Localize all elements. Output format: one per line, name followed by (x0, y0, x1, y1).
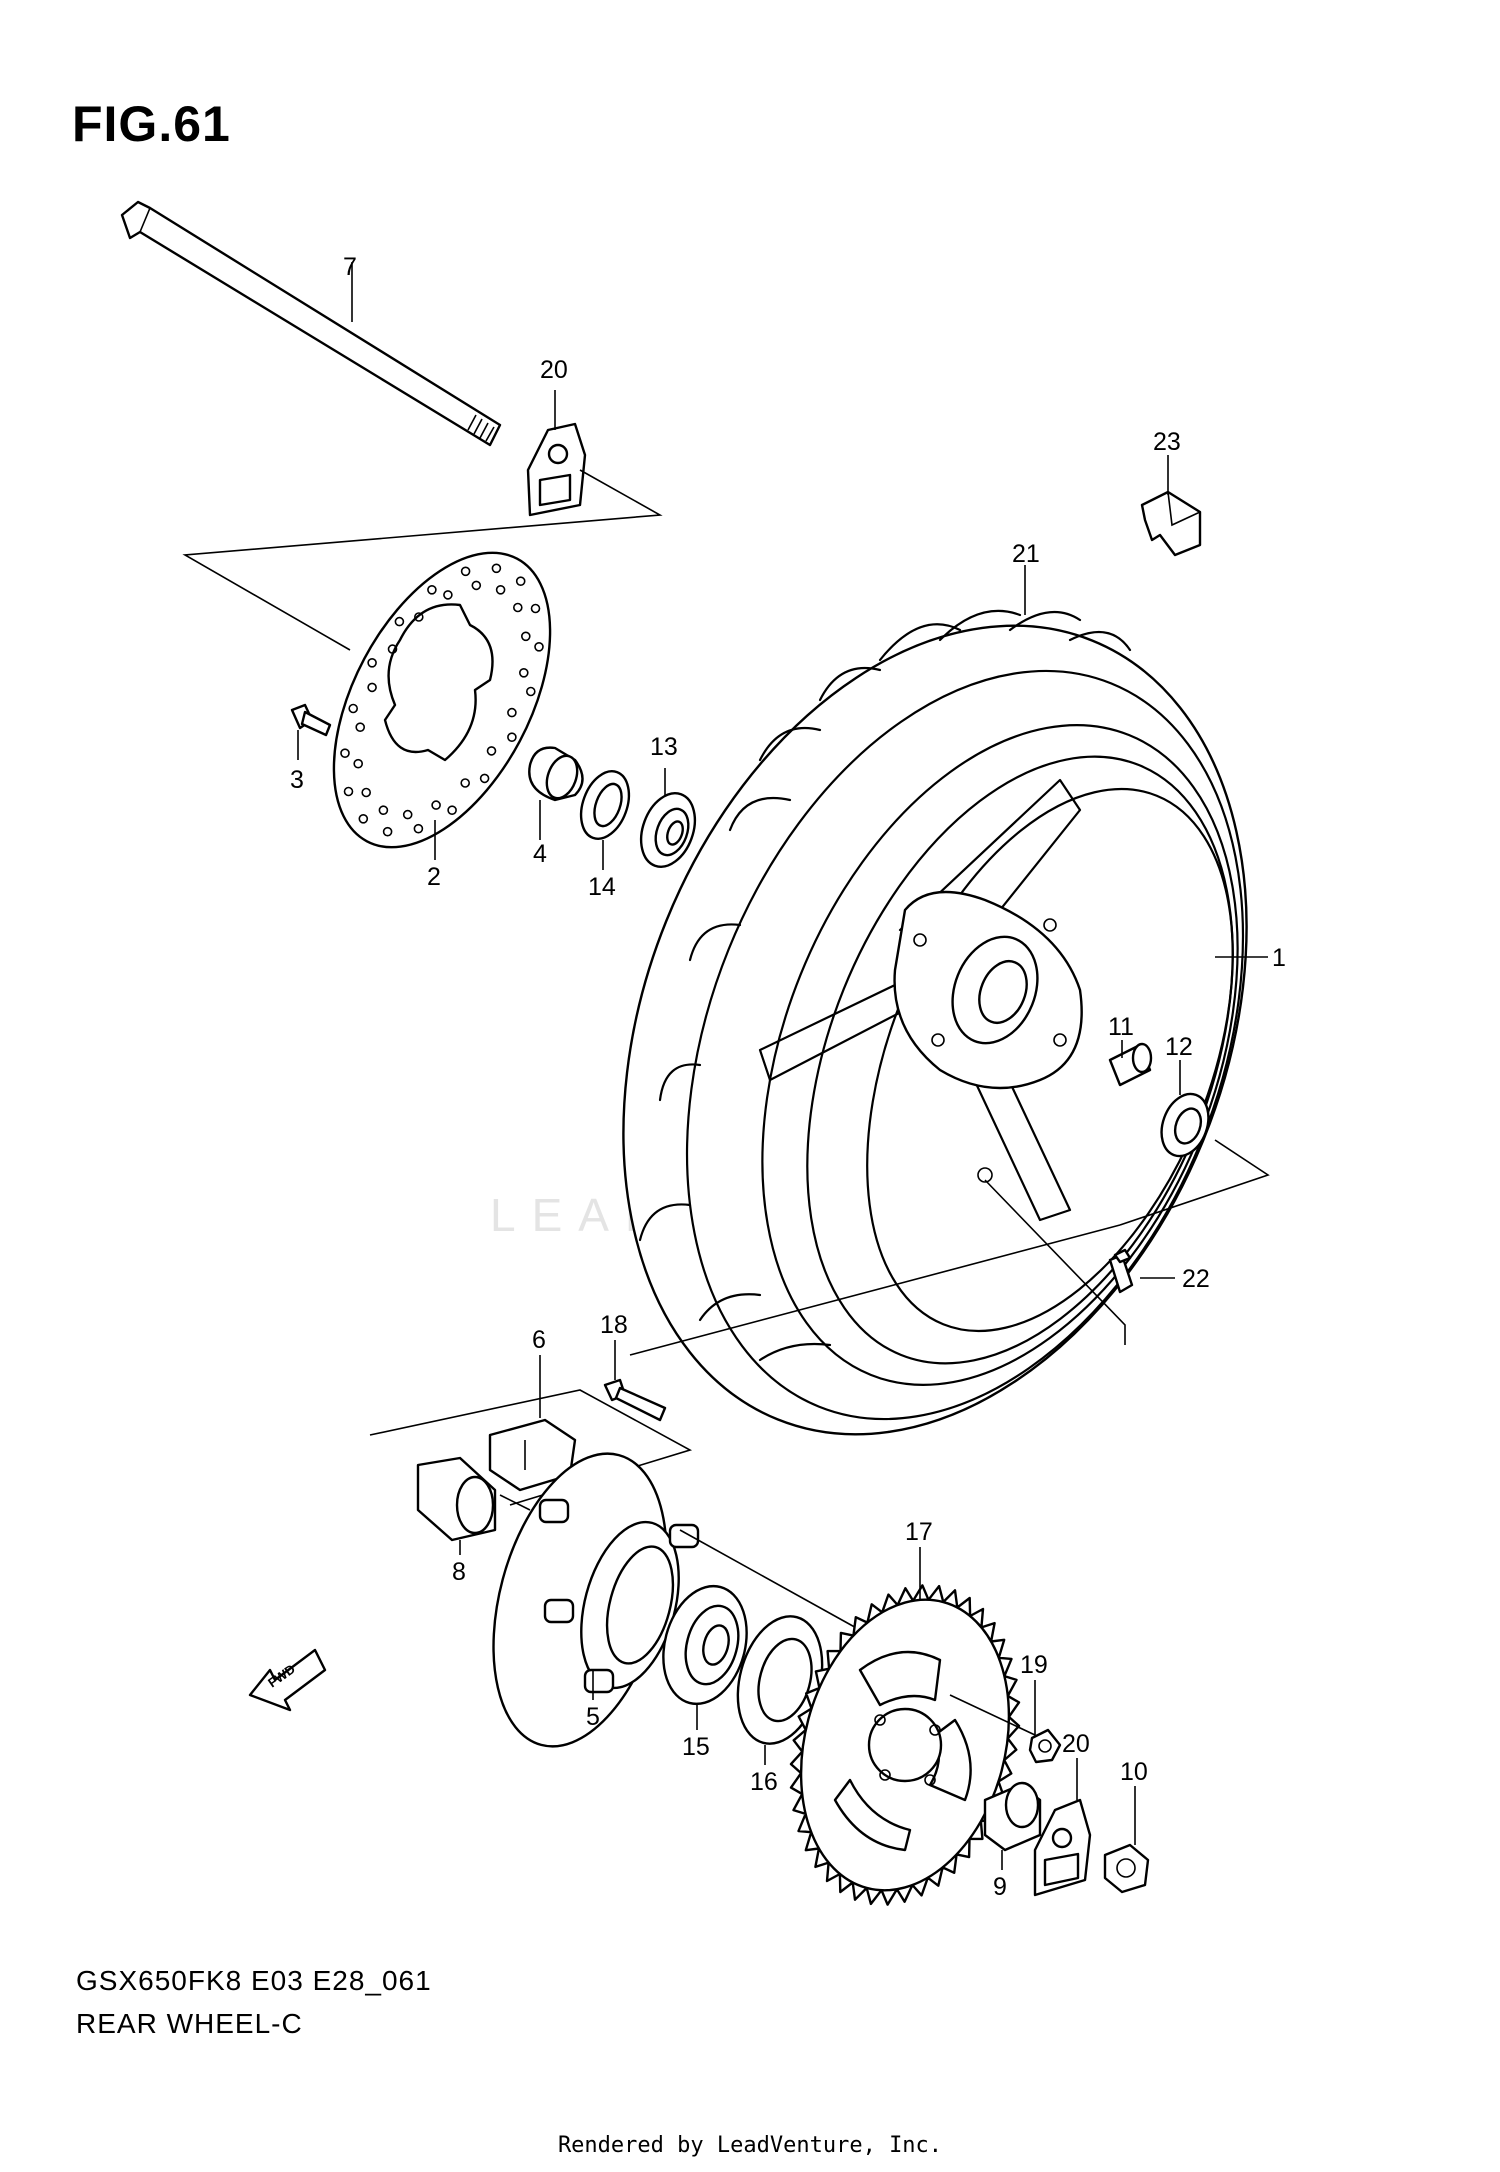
disc-hole (355, 722, 366, 733)
disc-hole (512, 602, 523, 613)
disc-hole (507, 707, 517, 718)
disc-hole (471, 580, 482, 591)
callout-8: 8 (452, 1558, 466, 1586)
hub-bolt (603, 1378, 667, 1422)
brake-disc (332, 551, 552, 849)
collar-11 (1108, 1042, 1153, 1087)
spacer-9 (983, 1781, 1042, 1852)
oil-seal-14 (579, 770, 631, 840)
callout-18: 18 (600, 1311, 628, 1339)
air-valve (1108, 1248, 1134, 1294)
disc-hole (387, 644, 398, 654)
disc-hole (413, 823, 424, 834)
sprocket-mounting-drum (492, 1452, 700, 1748)
rendered-by-credit: Rendered by LeadVenture, Inc. (557, 2133, 943, 2158)
callout-23: 23 (1153, 428, 1181, 456)
callout-10: 10 (1120, 1758, 1148, 1786)
callout-15: 15 (682, 1733, 710, 1761)
disc-hole (443, 590, 453, 600)
figure-label: FIG.61 (72, 96, 231, 152)
disc-hole (367, 682, 377, 693)
rear-wheel (622, 609, 1248, 1436)
disc-hole (431, 800, 441, 810)
disc-hole (460, 566, 471, 577)
sprocket-nut (1028, 1728, 1062, 1764)
disc-hole (479, 773, 490, 784)
callout-20-bottom: 20 (1062, 1730, 1090, 1758)
disc-hole (486, 746, 497, 756)
disc-hole (402, 809, 413, 820)
disc-hole (340, 748, 350, 759)
disc-bolt (290, 703, 332, 737)
spacer-8 (416, 1456, 497, 1542)
rear-sprocket (789, 1584, 1021, 1906)
assembly-name: REAR WHEEL-C (76, 2008, 303, 2039)
chain-adjuster-left (526, 422, 587, 517)
disc-hole (507, 732, 517, 743)
bearing-12 (1160, 1092, 1210, 1158)
callout-3: 3 (290, 766, 304, 794)
disc-hole (447, 805, 457, 816)
callout-13: 13 (650, 733, 678, 761)
callout-11: 11 (1108, 1013, 1134, 1041)
callout-12: 12 (1165, 1033, 1193, 1061)
model-code: GSX650FK8 E03 E28_061 (76, 1965, 432, 1996)
disc-hole (367, 657, 377, 668)
disc-hole (378, 805, 389, 816)
disc-hole (343, 786, 354, 797)
callout-21: 21 (1012, 540, 1040, 568)
bearing-13 (639, 792, 697, 868)
bearing-15 (662, 1584, 748, 1706)
forward-arrow-icon: FWD (248, 1648, 327, 1712)
callout-4: 4 (533, 840, 547, 868)
chain-adjuster-right (1033, 1798, 1092, 1897)
disc-hole (495, 584, 506, 595)
callout-20-top: 20 (540, 356, 568, 384)
disc-hole (382, 826, 393, 837)
callout-14: 14 (588, 873, 616, 901)
callout-16: 16 (750, 1768, 778, 1796)
callout-7: 7 (343, 253, 357, 281)
disc-hole (358, 813, 369, 824)
disc-hole (520, 631, 531, 642)
disc-hole (427, 584, 437, 595)
disc-hole (534, 641, 544, 652)
disc-hole (491, 563, 502, 574)
disc-hole (460, 778, 471, 788)
callout-17: 17 (905, 1518, 933, 1546)
callout-5: 5 (586, 1703, 600, 1731)
callout-19: 19 (1020, 1651, 1048, 1679)
callout-1: 1 (1272, 944, 1286, 972)
callout-9: 9 (993, 1873, 1007, 1901)
disc-hole (353, 758, 364, 769)
axle-nut (1103, 1843, 1150, 1894)
disc-hole (413, 612, 424, 622)
spacer-4 (528, 746, 584, 802)
disc-hole (518, 667, 529, 678)
disc-hole (525, 686, 536, 697)
axle (120, 200, 502, 447)
disc-hole (515, 576, 526, 587)
callout-22: 22 (1182, 1265, 1210, 1293)
disc-hole (394, 616, 405, 627)
clip (1140, 490, 1202, 557)
leader-lines (297, 262, 1268, 1870)
callout-2: 2 (427, 863, 441, 891)
disc-hole (361, 787, 372, 798)
callout-numbers: 7 20 23 21 1 13 3 4 14 2 11 12 22 6 18 8… (290, 253, 1286, 1901)
disc-hole (348, 703, 359, 714)
disc-hole (530, 603, 541, 614)
callout-6: 6 (532, 1326, 546, 1354)
